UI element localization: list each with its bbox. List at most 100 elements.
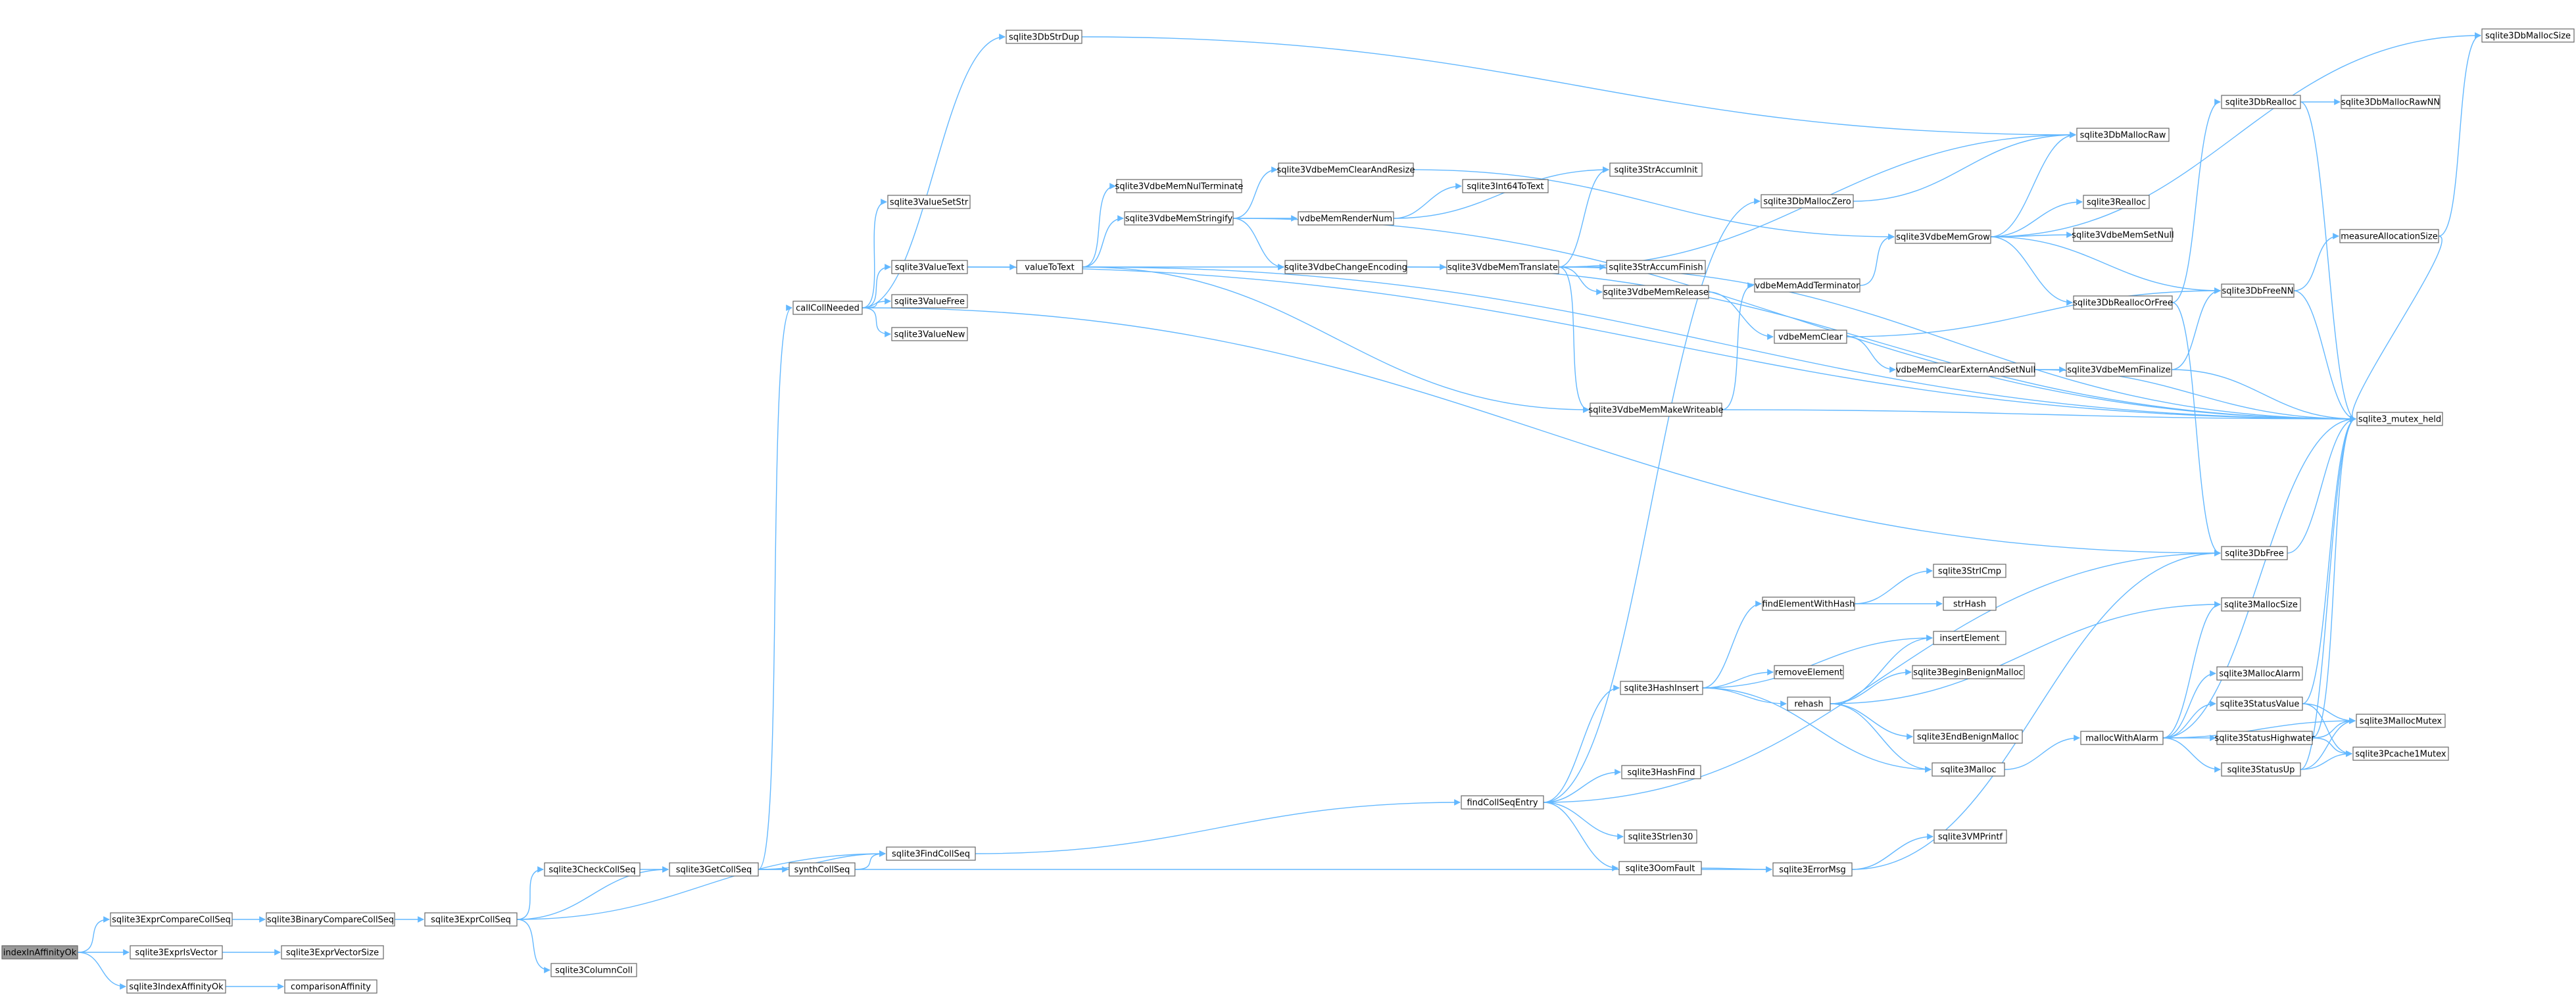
edge-sqlite3VdbeMemGrow-to-sqlite3DbReallocOrFree <box>1990 236 2073 306</box>
node-mallocWithAlarm[interactable]: mallocWithAlarm <box>2080 731 2164 745</box>
node-sqlite3Pcache1Mutex[interactable]: sqlite3Pcache1Mutex <box>2352 746 2449 761</box>
node-label: vdbeMemAddTerminator <box>1755 281 1860 291</box>
node-sqlite3StatusValue[interactable]: sqlite3StatusValue <box>2216 696 2303 711</box>
node-sqlite3StatusUp[interactable]: sqlite3StatusUp <box>2221 762 2301 777</box>
node-vdbeMemAddTerminator[interactable]: vdbeMemAddTerminator <box>1754 278 1860 293</box>
edge-valueToText-to-sqlite3_mutex_held <box>1082 266 2356 422</box>
node-sqlite3ColumnColl[interactable]: sqlite3ColumnColl <box>550 963 637 977</box>
node-sqlite3DbMallocRawNN[interactable]: sqlite3DbMallocRawNN <box>2341 95 2441 109</box>
node-sqlite3FindCollSeq[interactable]: sqlite3FindCollSeq <box>886 846 976 861</box>
node-label: synthCollSeq <box>794 865 850 875</box>
node-sqlite3BinaryCompareCollSeq[interactable]: sqlite3BinaryCompareCollSeq <box>266 912 395 927</box>
node-sqlite3Realloc[interactable]: sqlite3Realloc <box>2083 195 2150 209</box>
node-sqlite3DbStrDup[interactable]: sqlite3DbStrDup <box>1006 30 1082 44</box>
node-removeElement[interactable]: removeElement <box>1774 665 1844 679</box>
node-box <box>2356 412 2443 426</box>
node-sqlite3DbMallocZero[interactable]: sqlite3DbMallocZero <box>1761 194 1854 208</box>
node-label: sqlite3Malloc <box>1940 766 1996 775</box>
node-comparisonAffinity[interactable]: comparisonAffinity <box>284 979 377 994</box>
node-synthCollSeq[interactable]: synthCollSeq <box>789 862 856 877</box>
node-sqlite3VdbeMemFinalize[interactable]: sqlite3VdbeMemFinalize <box>2066 362 2172 377</box>
node-valueToText[interactable]: valueToText <box>1016 260 1083 274</box>
node-label: sqlite3Pcache1Mutex <box>2355 750 2446 760</box>
node-insertElement[interactable]: insertElement <box>1933 631 2006 645</box>
node-sqlite3DbRealloc[interactable]: sqlite3DbRealloc <box>2221 95 2301 109</box>
node-sqlite3Int64ToText[interactable]: sqlite3Int64ToText <box>1462 179 1549 193</box>
node-measureAllocationSize[interactable]: measureAllocationSize <box>2339 229 2439 243</box>
node-sqlite3StatusHighwater[interactable]: sqlite3StatusHighwater <box>2215 731 2316 745</box>
node-box <box>2221 597 2301 612</box>
node-vdbeMemClear[interactable]: vdbeMemClear <box>1774 329 1847 344</box>
node-sqlite3VdbeMemTranslate[interactable]: sqlite3VdbeMemTranslate <box>1446 260 1559 274</box>
node-label: sqlite3VdbeMemTranslate <box>1447 263 1558 273</box>
node-sqlite3DbFree[interactable]: sqlite3DbFree <box>2221 546 2288 560</box>
node-strHash[interactable]: strHash <box>1943 597 1997 611</box>
node-sqlite3MallocAlarm[interactable]: sqlite3MallocAlarm <box>2216 666 2303 681</box>
node-label: measureAllocationSize <box>2341 232 2437 242</box>
node-sqlite3VdbeChangeEncoding[interactable]: sqlite3VdbeChangeEncoding <box>1284 260 1407 274</box>
node-sqlite3HashFind[interactable]: sqlite3HashFind <box>1621 765 1701 779</box>
node-sqlite3Strlen30[interactable]: sqlite3Strlen30 <box>1624 829 1697 844</box>
node-sqlite3StrAccumInit[interactable]: sqlite3StrAccumInit <box>1609 162 1703 177</box>
node-sqlite3VdbeMemMakeWriteable[interactable]: sqlite3VdbeMemMakeWriteable <box>1588 402 1724 417</box>
node-sqlite3VMPrintf[interactable]: sqlite3VMPrintf <box>1933 829 2007 844</box>
node-sqlite3OomFault[interactable]: sqlite3OomFault <box>1618 861 1702 875</box>
node-sqlite3EndBenignMalloc[interactable]: sqlite3EndBenignMalloc <box>1913 729 2023 744</box>
node-callCollNeeded[interactable]: callCollNeeded <box>792 301 863 315</box>
node-label: sqlite3MallocSize <box>2224 600 2298 610</box>
node-label: sqlite3GetCollSeq <box>676 865 752 875</box>
node-sqlite3VdbeMemClearAndResize[interactable]: sqlite3VdbeMemClearAndResize <box>1277 162 1415 177</box>
node-sqlite3ExprCompareCollSeq[interactable]: sqlite3ExprCompareCollSeq <box>110 912 233 927</box>
node-sqlite3VdbeMemNulTerminate[interactable]: sqlite3VdbeMemNulTerminate <box>1115 179 1244 193</box>
node-sqlite3StrAccumFinish[interactable]: sqlite3StrAccumFinish <box>1606 260 1706 274</box>
node-sqlite3DbFreeNN[interactable]: sqlite3DbFreeNN <box>2221 283 2295 298</box>
node-sqlite3MallocSize[interactable]: sqlite3MallocSize <box>2221 597 2301 612</box>
node-vdbeMemClearExternAndSetNull[interactable]: vdbeMemClearExternAndSetNull <box>1896 362 2035 377</box>
node-label: sqlite3ColumnColl <box>555 966 633 976</box>
node-sqlite3VdbeMemStringify[interactable]: sqlite3VdbeMemStringify <box>1124 211 1234 226</box>
node-sqlite3ExprVectorSize[interactable]: sqlite3ExprVectorSize <box>281 945 384 960</box>
node-sqlite3_mutex_held[interactable]: sqlite3_mutex_held <box>2356 412 2443 426</box>
node-label: sqlite3ExprCompareCollSeq <box>112 915 231 925</box>
node-label: sqlite3VdbeMemRelease <box>1603 288 1709 298</box>
node-sqlite3VdbeMemRelease[interactable]: sqlite3VdbeMemRelease <box>1603 285 1709 299</box>
node-box <box>544 862 641 877</box>
node-sqlite3ExprIsVector[interactable]: sqlite3ExprIsVector <box>130 945 223 960</box>
node-sqlite3DbMallocSize[interactable]: sqlite3DbMallocSize <box>2481 28 2575 43</box>
node-sqlite3ValueText[interactable]: sqlite3ValueText <box>891 260 968 274</box>
node-sqlite3Malloc[interactable]: sqlite3Malloc <box>1932 762 2005 777</box>
node-sqlite3VdbeMemGrow[interactable]: sqlite3VdbeMemGrow <box>1895 230 1991 244</box>
node-sqlite3CheckCollSeq[interactable]: sqlite3CheckCollSeq <box>544 862 641 877</box>
node-box <box>2073 228 2173 242</box>
edge-sqlite3DbRealloc-to-sqlite3_mutex_held <box>2300 101 2356 422</box>
node-sqlite3MallocMutex[interactable]: sqlite3MallocMutex <box>2356 714 2446 728</box>
node-sqlite3ExprCollSeq[interactable]: sqlite3ExprCollSeq <box>424 912 518 927</box>
node-sqlite3IndexAffinityOk[interactable]: sqlite3IndexAffinityOk <box>126 979 226 994</box>
node-box <box>424 912 518 927</box>
node-sqlite3BeginBenignMalloc[interactable]: sqlite3BeginBenignMalloc <box>1912 665 2025 679</box>
node-sqlite3ErrorMsg[interactable]: sqlite3ErrorMsg <box>1772 862 1853 877</box>
node-sqlite3ValueSetStr[interactable]: sqlite3ValueSetStr <box>887 195 971 209</box>
node-findCollSeqEntry[interactable]: findCollSeqEntry <box>1461 795 1544 810</box>
edge-sqlite3HashInsert-to-rehash <box>1702 687 1787 707</box>
node-label: sqlite3StatusHighwater <box>2215 734 2316 744</box>
node-sqlite3ValueNew[interactable]: sqlite3ValueNew <box>891 327 968 341</box>
node-label: sqlite3DbMallocSize <box>2485 32 2571 41</box>
node-rehash[interactable]: rehash <box>1787 696 1831 711</box>
node-sqlite3DbMallocRaw[interactable]: sqlite3DbMallocRaw <box>2076 128 2170 142</box>
node-sqlite3GetCollSeq[interactable]: sqlite3GetCollSeq <box>669 862 759 877</box>
node-findElementWithHash[interactable]: findElementWithHash <box>1762 597 1855 611</box>
node-sqlite3StrICmp[interactable]: sqlite3StrICmp <box>1933 564 2006 578</box>
edge-indexInAffinityOk-to-sqlite3IndexAffinityOk <box>77 952 126 990</box>
node-sqlite3DbReallocOrFree[interactable]: sqlite3DbReallocOrFree <box>2073 295 2173 310</box>
node-label: sqlite3MallocAlarm <box>2219 670 2300 679</box>
node-sqlite3HashInsert[interactable]: sqlite3HashInsert <box>1620 681 1703 695</box>
node-box <box>550 963 637 977</box>
edge-sqlite3StatusHighwater-to-sqlite3MallocMutex <box>2312 718 2356 739</box>
node-vdbeMemRenderNum[interactable]: vdbeMemRenderNum <box>1298 211 1394 226</box>
node-box <box>2356 714 2446 728</box>
node-indexInAffinityOk[interactable]: indexInAffinityOk <box>1 945 78 960</box>
node-sqlite3ValueFree[interactable]: sqlite3ValueFree <box>891 294 968 308</box>
node-sqlite3VdbeMemSetNull[interactable]: sqlite3VdbeMemSetNull <box>2072 228 2174 242</box>
